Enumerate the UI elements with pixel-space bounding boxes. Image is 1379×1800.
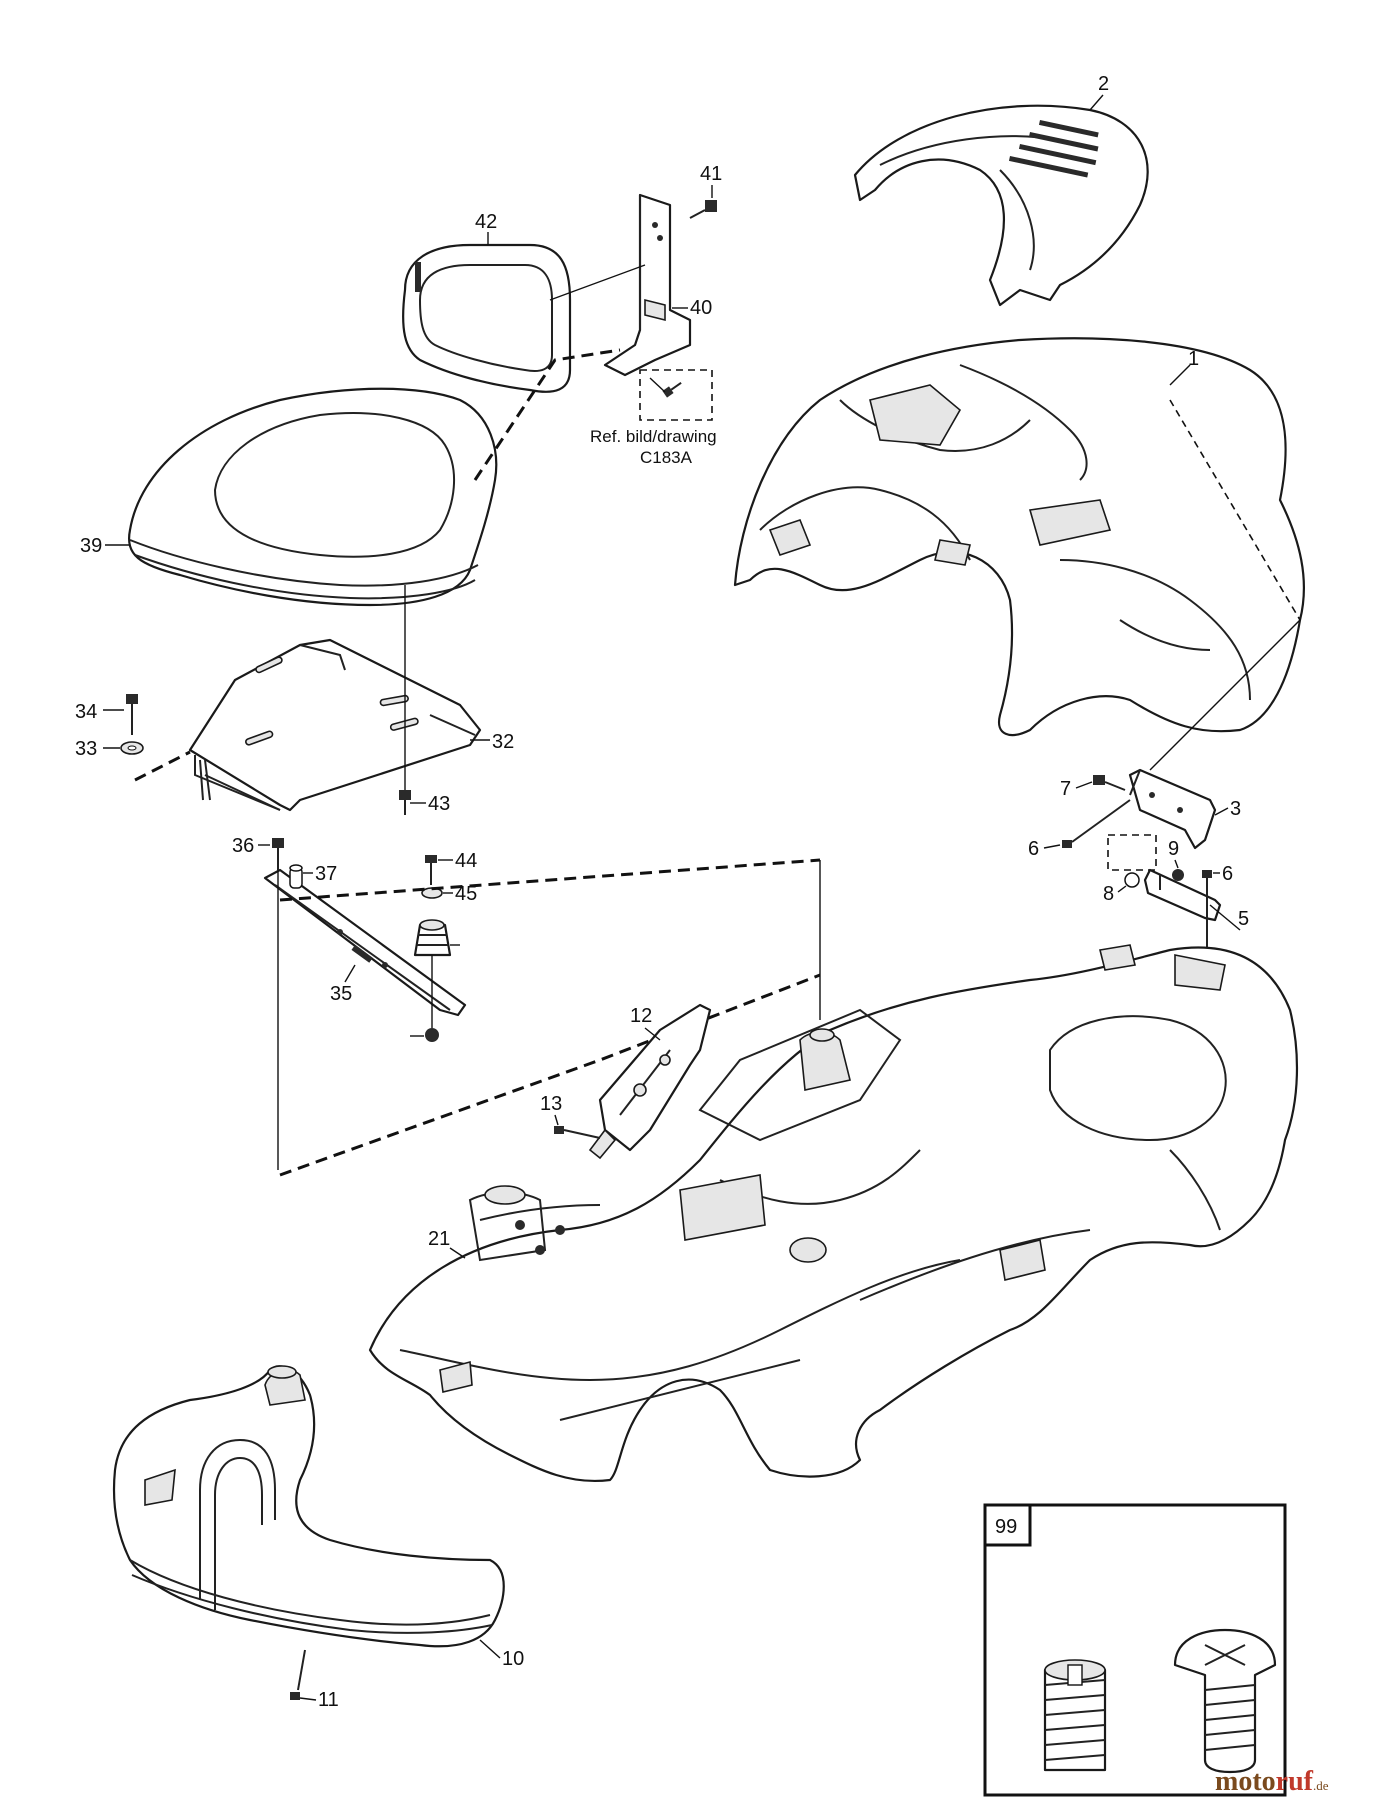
label-21: 21	[428, 1228, 450, 1250]
reference-line-1: Ref. bild/drawing	[590, 427, 717, 446]
part-12-lever	[588, 1003, 712, 1160]
thread-insert	[1043, 1659, 1107, 1772]
label-7: 7	[1060, 778, 1071, 800]
part-37-seat	[128, 387, 498, 607]
part-36-pin	[289, 864, 303, 889]
part-31-seat-plate	[188, 638, 482, 812]
part-45-nut	[425, 1028, 439, 1042]
part-1-body-shell	[733, 337, 1306, 737]
label-99: 99	[995, 1516, 1017, 1538]
label-43: 45	[455, 883, 477, 905]
label-12: 12	[630, 1005, 652, 1027]
phillips-screw	[1173, 1628, 1277, 1774]
label-6a: 6	[1028, 838, 1039, 860]
label-8: 8	[1103, 883, 1114, 905]
svg-text:motoruf.de: motoruf.de	[1215, 1766, 1329, 1797]
part-5-bracket	[1143, 868, 1222, 922]
part-39-screw	[689, 200, 717, 219]
label-1: 1	[1188, 348, 1199, 370]
label-36: 37	[315, 863, 337, 885]
part-6-screw-left	[1062, 799, 1131, 848]
part-10-front-hood	[112, 1365, 505, 1648]
watermark-logo: motoruf.de	[1215, 1766, 1329, 1797]
label-11: 11	[318, 1689, 339, 1711]
label-6b: 6	[1222, 863, 1233, 885]
label-33: 34	[75, 701, 97, 723]
label-3: 3	[1230, 798, 1241, 820]
label-38: 40	[690, 297, 712, 319]
part-2-rear-cover	[853, 104, 1149, 307]
label-10: 10	[502, 1648, 524, 1670]
label-9: 9	[1168, 838, 1179, 860]
part-13-screw	[554, 1126, 601, 1139]
reference-box	[639, 369, 713, 421]
part-7-screw	[1093, 775, 1126, 791]
label-40: 42	[475, 211, 497, 233]
part-40-backrest	[402, 243, 572, 393]
part-32-washer	[120, 741, 144, 755]
label-41: 43	[428, 793, 450, 815]
label-32: 33	[75, 738, 97, 760]
label-42: 44	[455, 850, 477, 872]
label-13: 13	[540, 1093, 562, 1115]
label-31: 32	[492, 731, 514, 753]
part-35-screw	[272, 838, 284, 870]
part-3-bracket	[1128, 768, 1217, 850]
kit-box-99	[983, 1503, 1287, 1797]
part-8-nut	[1124, 872, 1140, 888]
label-35: 36	[232, 835, 254, 857]
label-39: 41	[700, 163, 722, 185]
part-11-screw	[290, 1649, 306, 1700]
part-9-nut	[1172, 869, 1184, 881]
part-21-chassis	[368, 944, 1299, 1482]
part-labels: 2 1 41 42 40 Ref. bild/drawing C183A 39 …	[75, 73, 1249, 1711]
part-42-screw	[425, 855, 437, 885]
part-44-damper	[413, 919, 452, 957]
reference-line-2: C183A	[640, 448, 693, 467]
part-33-screw	[126, 694, 138, 735]
part-38-bracket	[603, 193, 692, 377]
label-34: 35	[330, 983, 352, 1005]
label-2: 2	[1098, 73, 1109, 95]
part-41-screw	[399, 790, 411, 815]
label-5: 5	[1238, 908, 1249, 930]
label-37: 39	[80, 535, 102, 557]
